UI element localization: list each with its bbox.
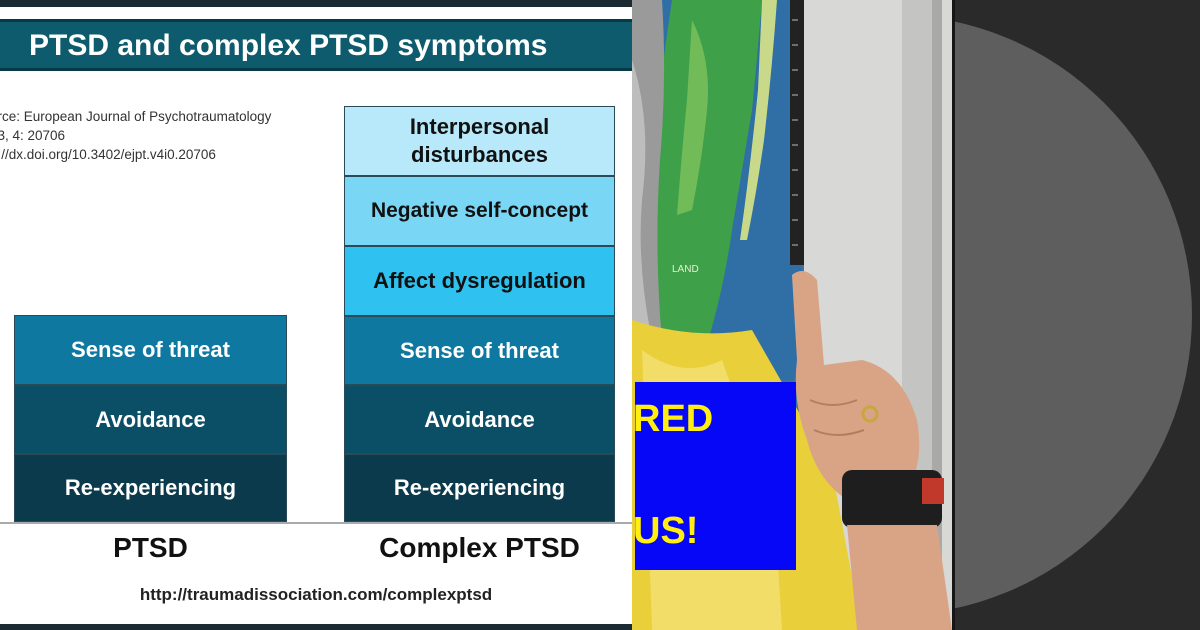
ptsd-box-re-experiencing: Re-experiencing [14, 454, 287, 522]
title-band: PTSD and complex PTSD symptoms [0, 19, 632, 71]
map-label: LAND [672, 264, 699, 275]
cta-text-line-2: US! [633, 510, 699, 552]
ptsd-box-sense-of-threat: Sense of threat [14, 315, 287, 385]
column-label-ptsd: PTSD [113, 532, 188, 563]
slide-bottom-bar [0, 624, 632, 630]
source-line: 13, 4: 20706 [0, 128, 66, 143]
source-line: p://dx.doi.org/10.3402/ejpt.v4i0.20706 [0, 147, 216, 162]
cta-text-line-1: RED [633, 398, 714, 440]
slide: PTSD and complex PTSD symptoms urce: Eur… [0, 0, 632, 630]
cptsd-box-avoidance: Avoidance [344, 385, 615, 454]
gray-disc-shape [952, 15, 1192, 615]
source-line: urce: European Journal of Psychotraumato… [0, 109, 272, 124]
gray-decorative-panel [952, 0, 1200, 630]
cptsd-box-affect-dysregulation: Affect dysregulation [344, 246, 615, 316]
column-label-complex-ptsd: Complex PTSD [379, 532, 580, 563]
panel-divider [952, 0, 955, 630]
source-citation: urce: European Journal of Psychotraumato… [0, 107, 271, 164]
cptsd-box-interpersonal-disturbances: Interpersonal disturbances [344, 106, 615, 176]
cta-banner: RED US! [633, 382, 796, 570]
ptsd-box-avoidance: Avoidance [14, 385, 287, 454]
slide-title: PTSD and complex PTSD symptoms [29, 29, 548, 62]
cptsd-box-re-experiencing: Re-experiencing [344, 454, 615, 522]
cptsd-box-negative-self-concept: Negative self-concept [344, 176, 615, 246]
slide-top-bar [0, 0, 632, 7]
baseline-divider [0, 522, 632, 524]
cptsd-box-sense-of-threat: Sense of threat [344, 316, 615, 385]
source-url: http://traumadissociation.com/complexpts… [139, 585, 493, 604]
